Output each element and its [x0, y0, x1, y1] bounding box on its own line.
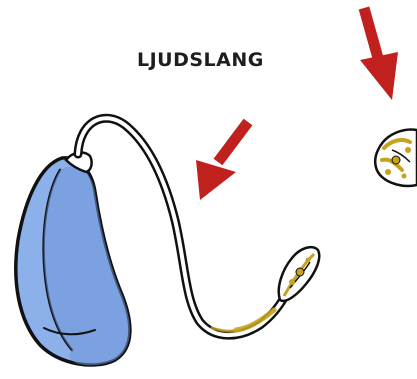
arrow-down-icon [360, 8, 398, 100]
ear-tip [279, 247, 320, 301]
wax-filter [375, 130, 417, 186]
hearing-aid-body [16, 153, 130, 366]
arrow-down-left-icon [196, 122, 248, 200]
